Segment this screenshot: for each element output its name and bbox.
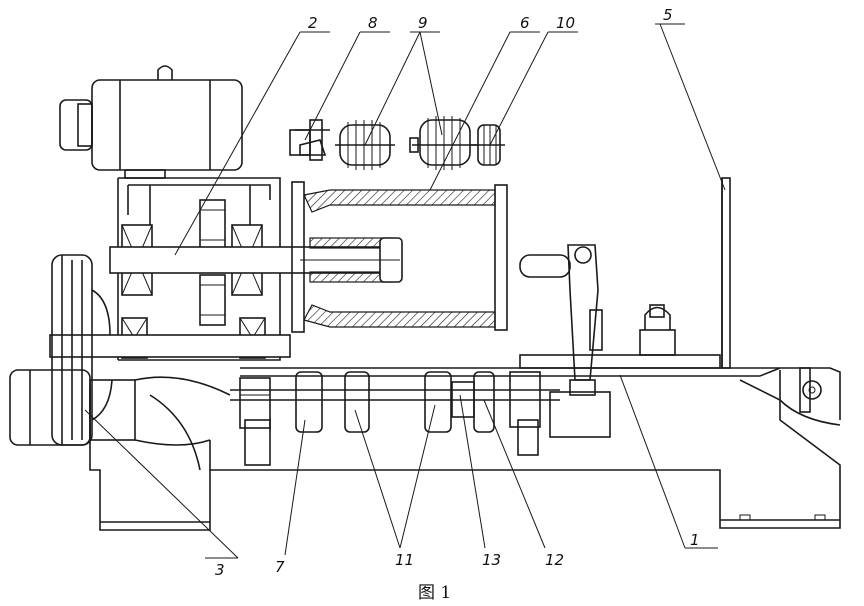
lower-shaft bbox=[230, 389, 560, 401]
label-3: 3 bbox=[215, 561, 225, 579]
label-7: 8 bbox=[368, 14, 378, 32]
roller-11a bbox=[344, 371, 370, 433]
label-12: 12 bbox=[545, 551, 564, 569]
label-1: 1 bbox=[690, 531, 700, 549]
rocker-arm bbox=[519, 244, 611, 438]
base-frame bbox=[89, 370, 841, 531]
guard-plate bbox=[721, 177, 731, 369]
leader-lines bbox=[84, 23, 726, 559]
roller-11b bbox=[424, 371, 452, 433]
label-2: 2 bbox=[308, 14, 318, 32]
label-9: 10 bbox=[556, 14, 575, 32]
figure-caption: 图 1 bbox=[418, 583, 451, 603]
right-bearing-block bbox=[509, 371, 541, 456]
tool-holder bbox=[289, 119, 330, 161]
spindle-drum bbox=[291, 181, 508, 333]
bottom-motor bbox=[9, 369, 231, 471]
label-6: 6 bbox=[520, 14, 530, 32]
bellows-b bbox=[409, 116, 478, 170]
label-13: 13 bbox=[482, 551, 501, 569]
top-motor bbox=[59, 65, 243, 179]
left-bearing-block bbox=[239, 377, 271, 466]
gearbox bbox=[49, 177, 401, 361]
label-8: 9 bbox=[418, 14, 428, 32]
slide-plate bbox=[519, 304, 721, 369]
label-10: 7 bbox=[275, 558, 285, 576]
label-5: 5 bbox=[663, 6, 673, 24]
roller-12 bbox=[473, 371, 495, 433]
label-11: 11 bbox=[395, 551, 414, 569]
roller-10 bbox=[295, 371, 323, 433]
roller bbox=[470, 124, 505, 166]
